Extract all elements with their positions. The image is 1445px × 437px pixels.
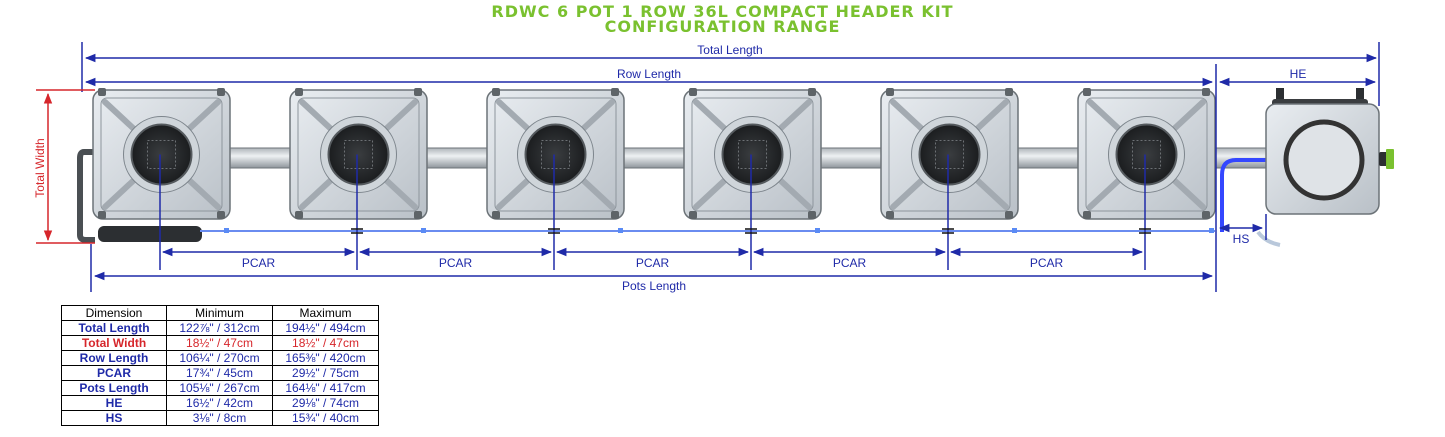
table-header-cell: Minimum xyxy=(166,305,273,321)
blue-hose xyxy=(1220,158,1268,232)
dimension-min: 16½" / 42cm xyxy=(166,395,273,411)
dimension-name: Row Length xyxy=(61,350,167,366)
dimension-max: 194½" / 494cm xyxy=(272,320,379,336)
table-header-cell: Maximum xyxy=(272,305,379,321)
table-header-cell: Dimension xyxy=(61,305,167,321)
total-width-label: Total Width xyxy=(33,138,47,197)
row-length-label: Row Length xyxy=(617,67,681,81)
diagram-subtitle: CONFIGURATION RANGE xyxy=(604,17,841,36)
rdwc-diagram: Total Length Row Length HE Total Width P… xyxy=(33,42,1394,293)
dimension-max: 29⅛" / 74cm xyxy=(272,395,379,411)
pots-length-label: Pots Length xyxy=(622,279,686,293)
dimension-name: Total Width xyxy=(61,335,167,351)
dimension-min: 18½" / 47cm xyxy=(166,335,273,351)
pcar-label: PCAR xyxy=(242,256,276,270)
he-label: HE xyxy=(1290,67,1307,81)
dimension-min: 3⅛" / 8cm xyxy=(166,410,273,426)
table-header-row: Dimension Minimum Maximum xyxy=(61,305,379,321)
pcar-label: PCAR xyxy=(439,256,473,270)
dimension-max: 18½" / 47cm xyxy=(272,335,379,351)
diagram-title: RDWC 6 POT 1 ROW 36L COMPACT HEADER KIT xyxy=(491,2,954,21)
pcar-label: PCAR xyxy=(833,256,867,270)
pot xyxy=(683,88,822,270)
pot xyxy=(1077,88,1216,270)
pcar-dimensions: PCAR PCAR PCAR PCAR PCAR xyxy=(161,247,1144,270)
drain-hose xyxy=(1256,230,1281,247)
dimension-min: 122⅞" / 312cm xyxy=(166,320,273,336)
dimension-max: 29½" / 75cm xyxy=(272,365,379,381)
dimension-name: PCAR xyxy=(61,365,167,381)
dimension-min: 105⅛" / 267cm xyxy=(166,380,273,396)
dimension-max: 165⅜" / 420cm xyxy=(272,350,379,366)
dimension-name: Total Length xyxy=(61,320,167,336)
dimension-max: 15¾" / 40cm xyxy=(272,410,379,426)
pots-group xyxy=(92,88,1216,270)
pot xyxy=(880,88,1019,270)
total-length-label: Total Length xyxy=(697,43,762,57)
dimension-max: 164⅛" / 417cm xyxy=(272,380,379,396)
dimension-name: HS xyxy=(61,410,167,426)
pcar-label: PCAR xyxy=(636,256,670,270)
drain-pump xyxy=(98,226,202,242)
dimension-name: Pots Length xyxy=(61,380,167,396)
dimension-name: HE xyxy=(61,395,167,411)
header-tank xyxy=(1265,88,1394,215)
pot xyxy=(92,88,231,270)
hs-label: HS xyxy=(1233,232,1250,246)
pot xyxy=(289,88,428,270)
pot xyxy=(486,88,625,270)
pcar-label: PCAR xyxy=(1030,256,1064,270)
left-elbow xyxy=(77,149,96,243)
dimension-min: 17¾" / 45cm xyxy=(166,365,273,381)
dimension-min: 106¼" / 270cm xyxy=(166,350,273,366)
